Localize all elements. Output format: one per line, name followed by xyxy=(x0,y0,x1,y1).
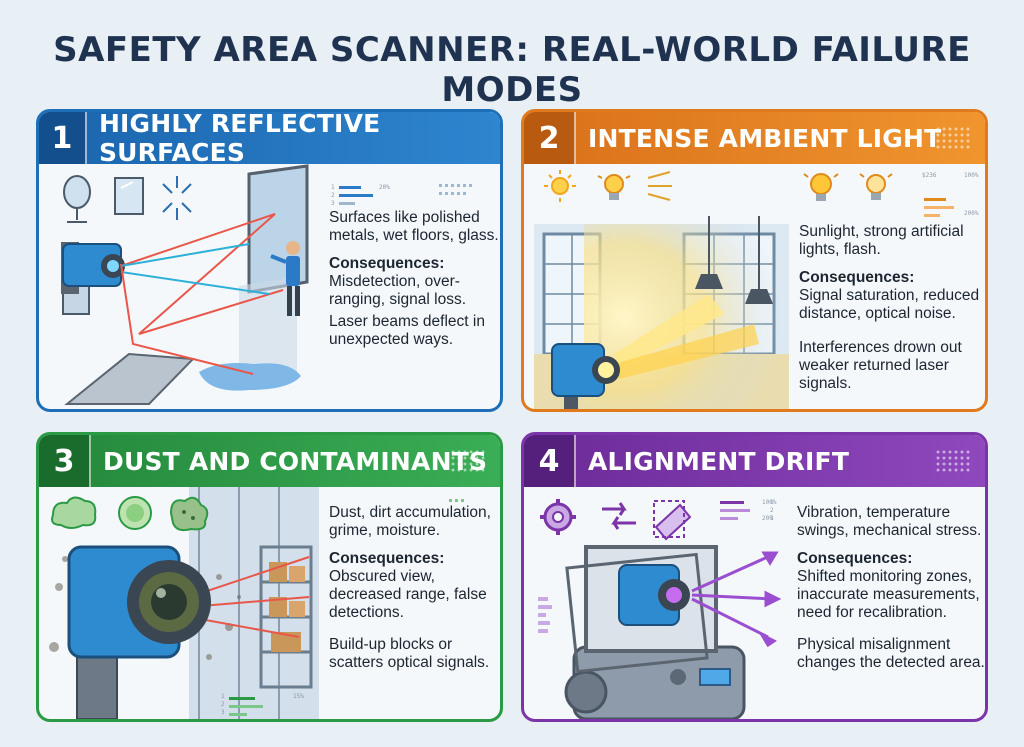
alignment-illustration xyxy=(538,499,782,719)
bulb-icon xyxy=(597,174,631,200)
mini-label: 100% xyxy=(762,499,777,506)
card-text: Sunlight, strong artificial lights, flas… xyxy=(799,223,985,403)
card-title: INTENSE AMBIENT LIGHT xyxy=(588,123,942,153)
consequences-text: Shifted monitoring zones, inaccurate mea… xyxy=(797,568,980,621)
card-note: Interferences drown out weaker returned … xyxy=(799,339,962,392)
reflective-illustration xyxy=(61,164,472,405)
person-icon xyxy=(270,241,300,316)
scatter-icon xyxy=(162,176,192,220)
mini-label: 20% xyxy=(762,515,773,522)
card-number: 2 xyxy=(524,112,576,164)
card-description: Vibration, temperature swings, mechanica… xyxy=(797,504,982,539)
mini-label: $236 xyxy=(922,172,937,179)
card-title: HIGHLY REFLECTIVE SURFACES xyxy=(98,109,381,167)
card-number: 4 xyxy=(524,435,576,487)
dust-illustration xyxy=(49,487,464,719)
card-header: 2 INTENSE AMBIENT LIGHT xyxy=(524,112,985,164)
card-ambient-light: 2 INTENSE AMBIENT LIGHT xyxy=(521,109,988,412)
bulb-icon xyxy=(803,173,839,201)
card-header: 4 ALIGNMENT DRIFT xyxy=(524,435,985,487)
consequences-label: Consequences: xyxy=(329,550,445,567)
card-header: 1 HIGHLY REFLECTIVE SURFACES xyxy=(39,109,500,167)
card-number: 3 xyxy=(39,435,91,487)
scanner-icon xyxy=(67,545,211,719)
consequences-label: Consequences: xyxy=(329,255,445,272)
laser-arrow-icon xyxy=(691,551,782,648)
card-text: Surfaces like polished metals, wet floor… xyxy=(329,209,500,359)
mini-label: 1 xyxy=(770,499,774,506)
mini-label: 3 xyxy=(331,200,335,207)
card-number: 1 xyxy=(39,112,87,164)
flash-icon xyxy=(647,171,672,201)
dust-cloud-icon xyxy=(51,496,97,529)
mirror-icon xyxy=(63,175,91,223)
mini-label: 2 xyxy=(221,701,225,708)
mini-label: 100% xyxy=(964,172,979,179)
page-title: SAFETY AREA SCANNER: REAL-WORLD FAILURE … xyxy=(53,30,971,110)
card-dust-contaminants: 3 DUST AND CONTAMINANTS xyxy=(36,432,503,722)
consequences-label: Consequences: xyxy=(799,269,915,286)
mini-label: 2 xyxy=(331,192,335,199)
puddle-icon xyxy=(199,363,301,391)
lens-icon xyxy=(118,496,152,530)
consequences-text: Obscured view, decreased range, false de… xyxy=(329,568,487,621)
card-note: Physical misalignment changes the detect… xyxy=(797,636,985,671)
glass-panel-icon xyxy=(114,177,144,215)
card-description: Surfaces like polished metals, wet floor… xyxy=(329,209,499,244)
card-reflective-surfaces: 1 HIGHLY REFLECTIVE SURFACES xyxy=(36,109,503,412)
decorative-dots xyxy=(935,449,971,473)
scanner-icon xyxy=(618,564,690,626)
arrows-icon xyxy=(602,502,636,530)
mini-label: 3 xyxy=(221,709,225,716)
tilt-icon xyxy=(653,500,692,541)
card-note: Laser beams deflect in unexpected ways. xyxy=(329,313,485,348)
card-header: 3 DUST AND CONTAMINANTS xyxy=(39,435,500,487)
grime-icon xyxy=(169,496,209,532)
mini-label: 20% xyxy=(379,184,390,191)
scanner-icon xyxy=(61,242,125,294)
decorative-dots xyxy=(450,449,486,473)
mini-label: 1 xyxy=(221,693,225,700)
card-note: Build-up blocks or scatters optical sign… xyxy=(329,636,490,671)
mini-label: 3 xyxy=(770,515,774,522)
card-alignment-drift: 4 ALIGNMENT DRIFT xyxy=(521,432,988,722)
card-text: Dust, dirt accumulation, grime, moisture… xyxy=(329,504,500,682)
card-title: ALIGNMENT DRIFT xyxy=(588,446,850,476)
decorative-dots xyxy=(935,126,971,150)
scanner-icon xyxy=(551,343,620,409)
mini-label: 200% xyxy=(964,210,979,217)
gear-icon xyxy=(540,499,576,535)
card-description: Sunlight, strong artificial lights, flas… xyxy=(799,223,964,258)
card-text: Vibration, temperature swings, mechanica… xyxy=(797,504,985,682)
mini-label: 2 xyxy=(770,507,774,514)
mini-label: 15% xyxy=(293,693,304,700)
bulb-icon xyxy=(859,173,893,200)
sun-icon xyxy=(544,170,576,202)
card-title: DUST AND CONTAMINANTS xyxy=(103,446,488,476)
consequences-text: Misdetection, over-ranging, signal loss. xyxy=(329,273,466,308)
mini-label: 1 xyxy=(331,184,335,191)
ambient-light-illustration xyxy=(534,170,954,409)
consequences-label: Consequences: xyxy=(797,550,913,567)
consequences-text: Signal saturation, reduced distance, opt… xyxy=(799,287,980,322)
card-description: Dust, dirt accumulation, grime, moisture… xyxy=(329,504,491,539)
